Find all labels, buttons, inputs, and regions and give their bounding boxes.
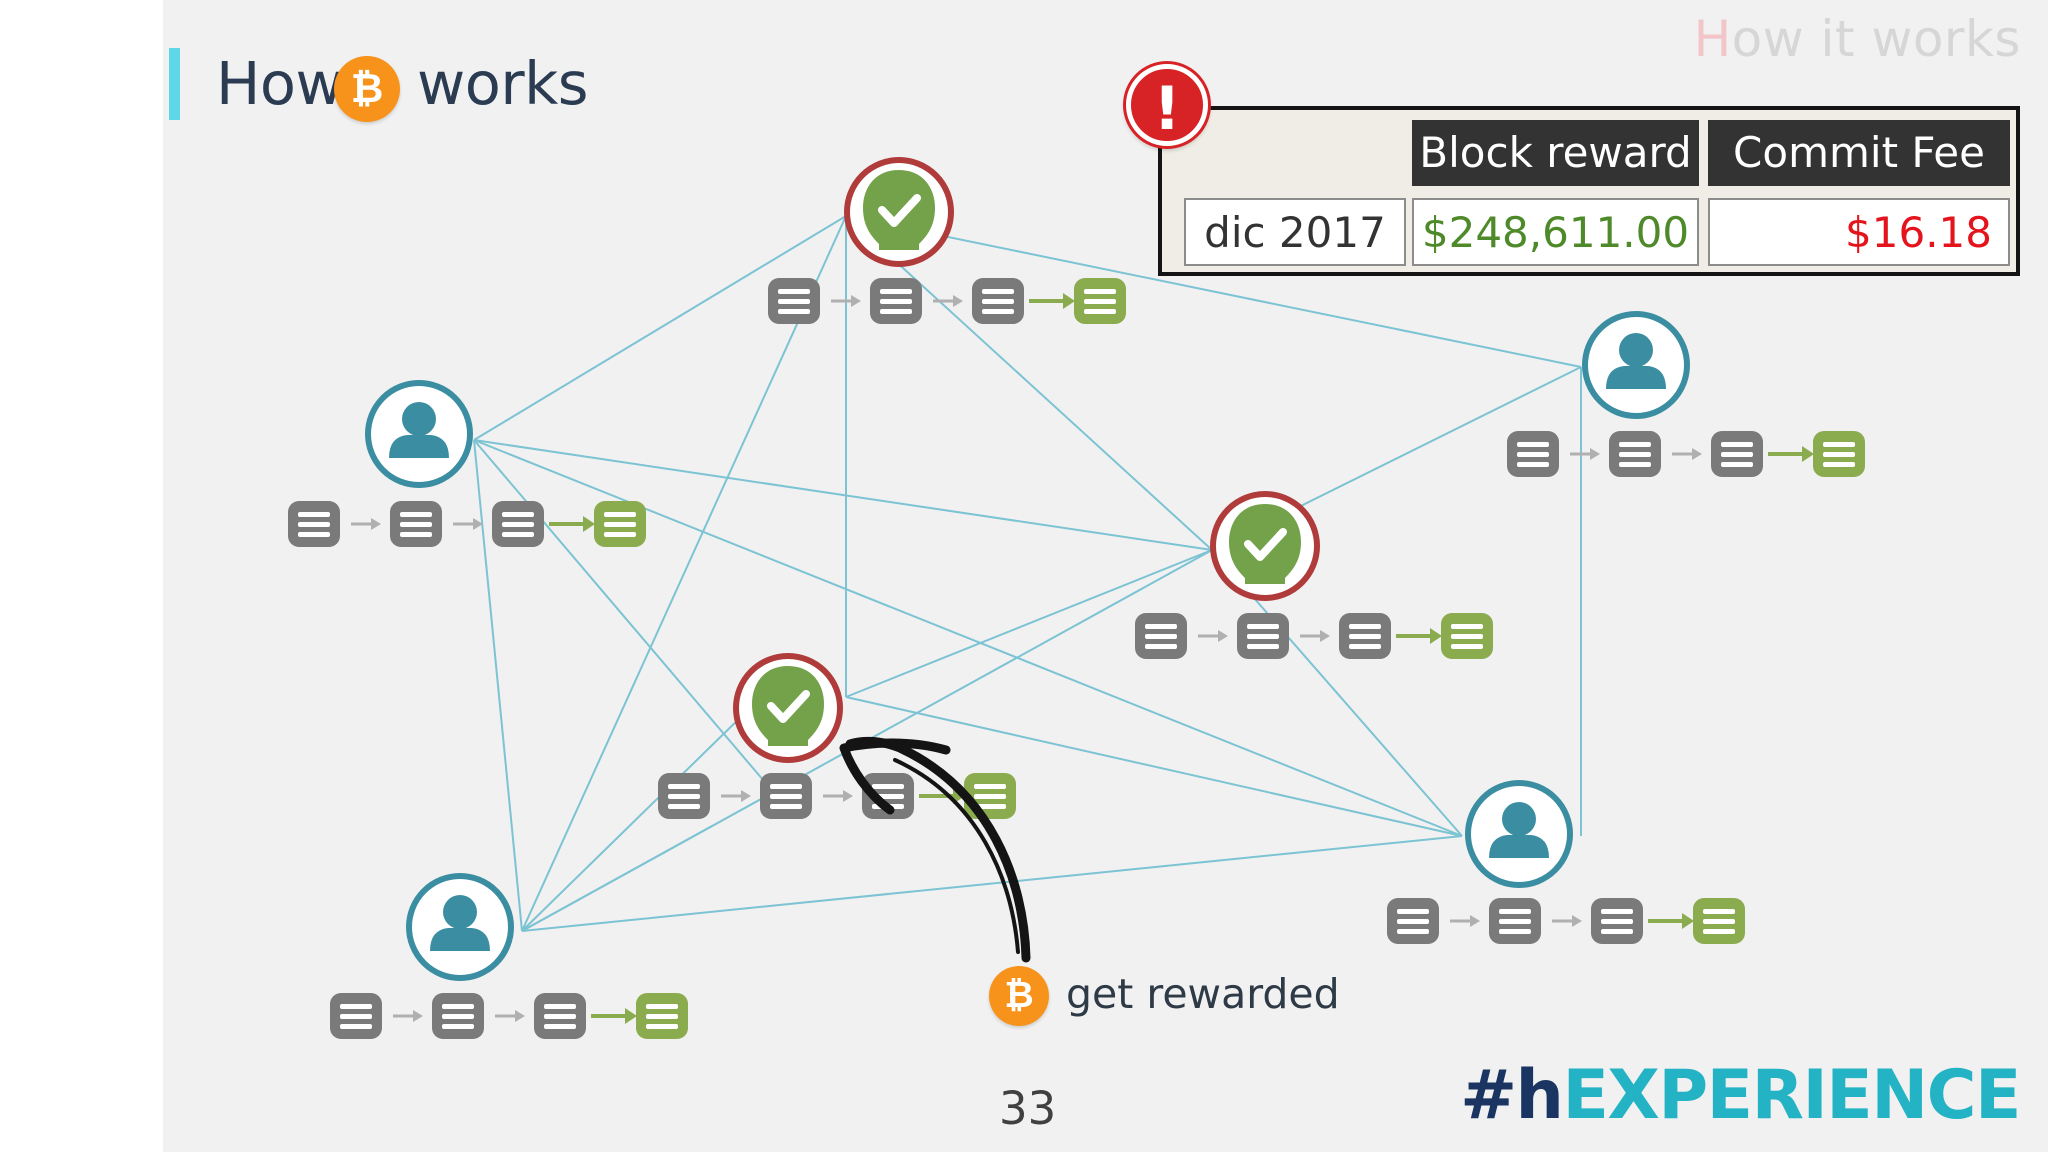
fee-table: Block reward Commit Fee dic 2017 $248,61… xyxy=(1158,106,2020,276)
user-node-1 xyxy=(368,383,470,485)
blockchain-4 xyxy=(1507,431,1865,477)
blockchain-1 xyxy=(288,501,646,547)
bitcoin-icon: ₿ xyxy=(334,56,400,122)
miner-node-3 xyxy=(736,656,840,760)
miner-node-1 xyxy=(847,160,951,264)
network-links xyxy=(473,215,1582,932)
user-node-3 xyxy=(1468,783,1570,885)
blockchain-3 xyxy=(1135,613,1493,659)
row-commit-fee: $16.18 xyxy=(1708,198,2010,266)
section-title-initial: H xyxy=(1693,10,1732,68)
miner-node-2 xyxy=(1213,494,1317,598)
header-commit-fee: Commit Fee xyxy=(1708,120,2010,186)
reward-caption: get rewarded xyxy=(1066,970,1340,1018)
blockchain-2 xyxy=(768,278,1126,324)
section-title-rest: ow it works xyxy=(1731,10,2021,68)
blockchain-7 xyxy=(330,993,688,1039)
blockchain-6 xyxy=(1387,898,1745,944)
user-node-4 xyxy=(409,876,511,978)
alert-icon: ! xyxy=(1126,64,1208,146)
slide-title-suffix: works xyxy=(417,49,589,118)
section-title: How it works xyxy=(1694,10,2021,68)
row-block-reward: $248,611.00 xyxy=(1412,198,1699,266)
page-number: 33 xyxy=(999,1082,1057,1135)
reward-arrow xyxy=(839,736,1031,963)
brand-hashtag-prefix: #h xyxy=(1460,1056,1564,1135)
title-accent-bar xyxy=(169,48,180,120)
user-node-2 xyxy=(1585,314,1687,416)
brand-hashtag: #hEXPERIENCE xyxy=(1460,1056,2021,1135)
brand-hashtag-suffix: EXPERIENCE xyxy=(1562,1056,2021,1135)
slide-margin xyxy=(0,0,163,1152)
row-period: dic 2017 xyxy=(1184,198,1406,266)
header-block-reward: Block reward xyxy=(1412,120,1699,186)
slide-title-prefix: How xyxy=(216,49,344,118)
reward-bitcoin-icon: ₿ xyxy=(989,966,1049,1026)
